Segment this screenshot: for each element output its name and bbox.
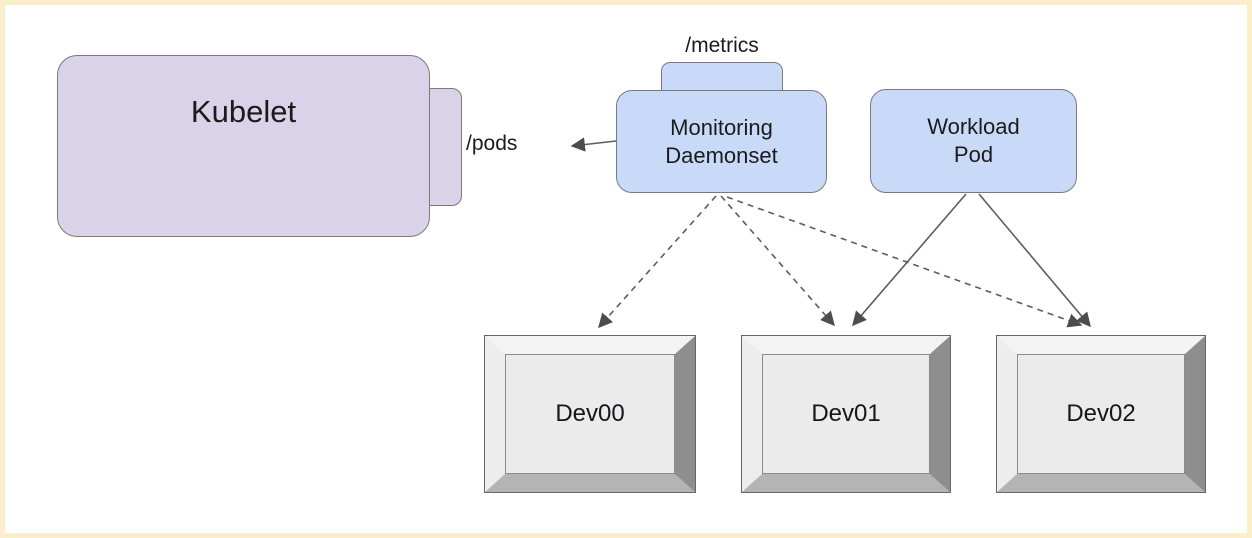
device-node-dev00: Dev00 — [484, 335, 696, 493]
device-node-dev02: Dev02 — [996, 335, 1206, 493]
edge-monitoring-to-pods-endpoint — [570, 137, 617, 152]
monitoring-daemonset-label-line2: Daemonset — [665, 142, 778, 168]
edge-monitoring-to-dev00 — [598, 195, 717, 329]
device-label: Dev01 — [811, 400, 881, 427]
kubelet-label: Kubelet — [190, 94, 297, 129]
workload-pod-node: Workload Pod — [870, 89, 1077, 193]
device-label: Dev02 — [1066, 400, 1136, 427]
edge-monitoring-to-dev02 — [726, 196, 1083, 328]
edge-workload-to-dev01 — [852, 193, 967, 327]
kubelet-node: Kubelet — [57, 55, 430, 237]
monitoring-daemonset-label-line1: Monitoring — [670, 114, 773, 140]
edge-workload-to-dev02 — [978, 193, 1091, 328]
metrics-endpoint-label: /metrics — [685, 34, 759, 57]
device-label: Dev00 — [555, 400, 625, 427]
pods-endpoint-label: /pods — [466, 132, 518, 155]
edge-monitoring-to-dev01 — [720, 195, 835, 327]
monitoring-daemonset-node: Monitoring Daemonset — [616, 90, 827, 193]
workload-pod-label-line1: Workload — [927, 114, 1020, 139]
device-node-dev01: Dev01 — [741, 335, 951, 493]
workload-pod-label-line2: Pod — [953, 142, 994, 167]
